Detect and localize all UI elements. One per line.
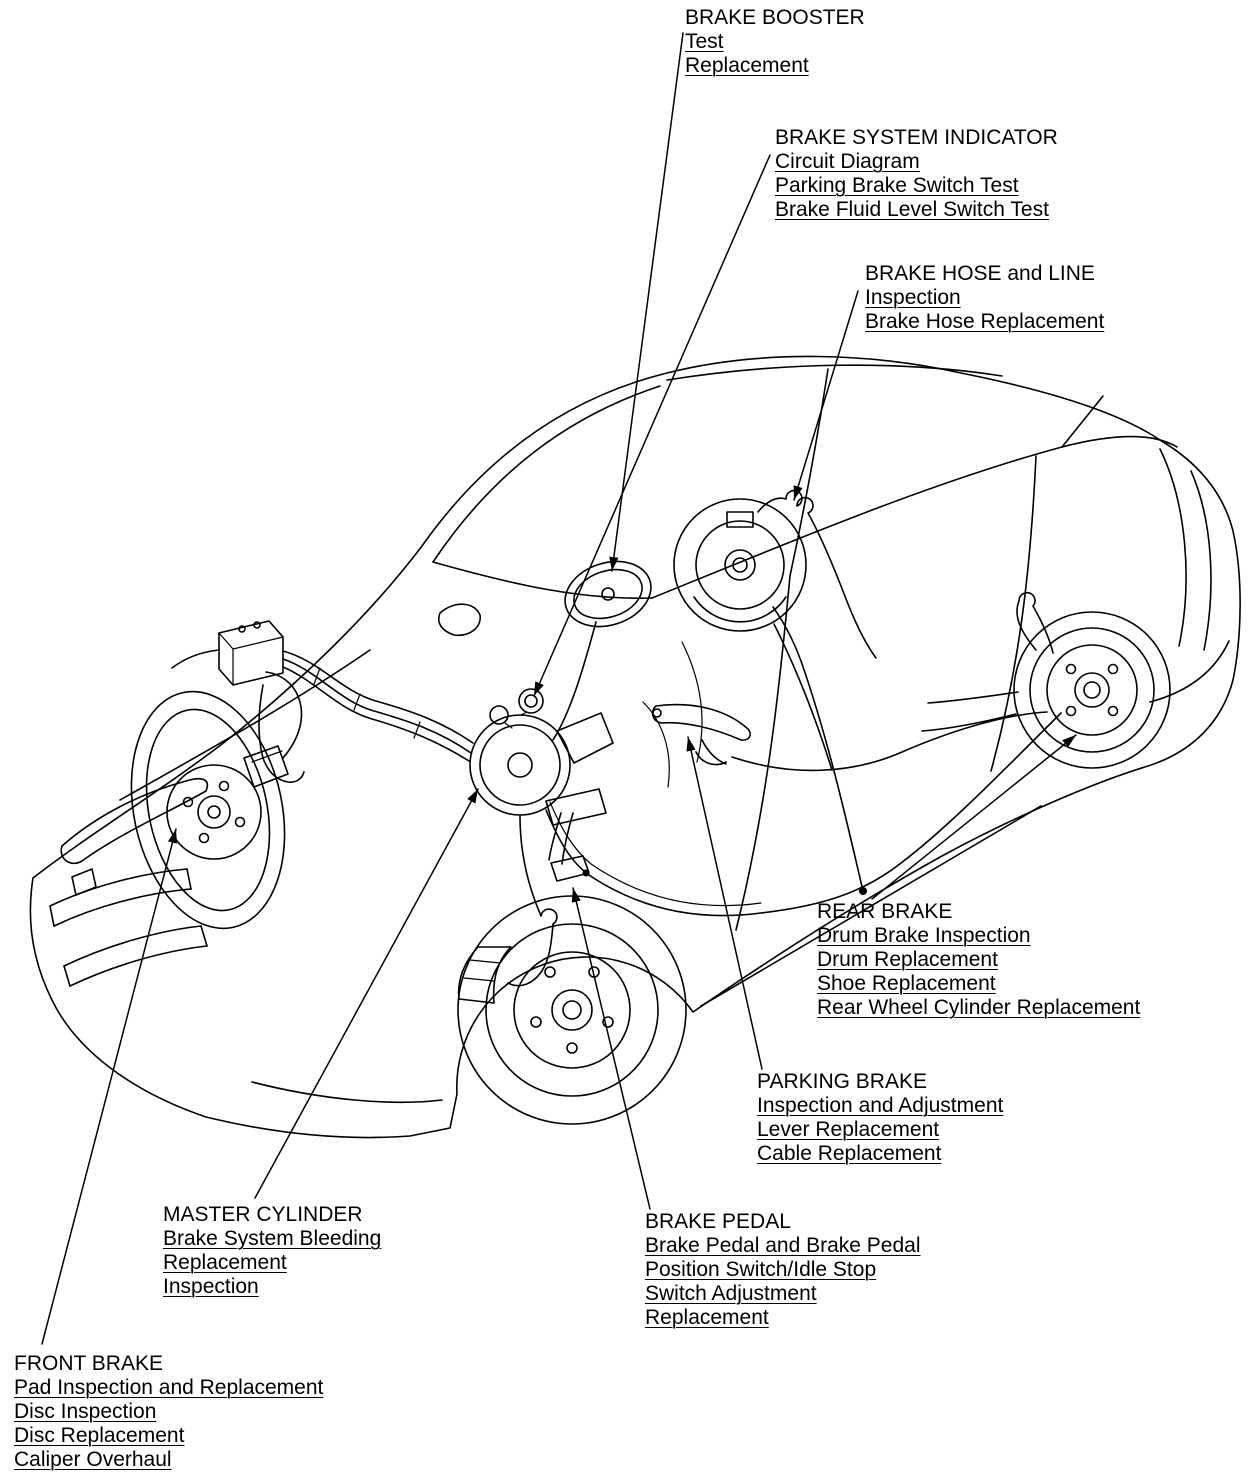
link-brake-hose-replacement[interactable]: Brake Hose Replacement: [865, 310, 1105, 333]
link-drum-replacement[interactable]: Drum Replacement: [817, 948, 998, 971]
parking-brake-cables: [731, 623, 1048, 772]
callout-brake-hose-line: BRAKE HOSE and LINE Inspection Brake Hos…: [865, 262, 1104, 334]
callout-brake-pedal: BRAKE PEDAL Brake Pedal and Brake Pedal …: [645, 1210, 921, 1330]
callout-rear-brake: REAR BRAKE Drum Brake Inspection Drum Re…: [817, 900, 1140, 1020]
link-pad-inspection-and-replacement[interactable]: Pad Inspection and Replacement: [14, 1376, 324, 1399]
headlight: [60, 777, 209, 865]
front-near-wheel-disc-brake: [457, 895, 687, 1125]
link-pedal-replacement[interactable]: Replacement: [645, 1306, 769, 1329]
link-parking-brake-switch-test[interactable]: Parking Brake Switch Test: [775, 174, 1019, 197]
side-mirror: [438, 603, 481, 637]
callout-title-brake-pedal: BRAKE PEDAL: [645, 1210, 791, 1233]
callout-master-cylinder: MASTER CYLINDER Brake System Bleeding Re…: [163, 1203, 381, 1299]
leader-line-master-cylinder: [254, 788, 479, 1199]
callout-title-brake-hose-line: BRAKE HOSE and LINE: [865, 262, 1095, 285]
link-replacement[interactable]: Replacement: [685, 54, 809, 77]
link-test[interactable]: Test: [685, 30, 724, 53]
master-cylinder-unit: [469, 688, 614, 816]
leader-line-rear-brake: [871, 734, 1077, 900]
callout-parking-brake: PARKING BRAKE Inspection and Adjustment …: [757, 1070, 1003, 1166]
front-bumper-grille: [49, 868, 208, 987]
link-lever-replacement[interactable]: Lever Replacement: [757, 1118, 940, 1141]
rear-far-wheel-drum-brake: [673, 489, 877, 659]
link-brake-fluid-level-switch-test[interactable]: Brake Fluid Level Switch Test: [775, 198, 1049, 221]
link-inspection-hose[interactable]: Inspection: [865, 286, 961, 309]
parking-brake-lever: [651, 703, 751, 766]
brake-booster-unit: [552, 560, 652, 741]
link-brake-pedal-switch-line1[interactable]: Brake Pedal and Brake Pedal: [645, 1234, 921, 1257]
callout-title-brake-booster: BRAKE BOOSTER: [685, 6, 865, 29]
link-disc-replacement[interactable]: Disc Replacement: [14, 1424, 185, 1447]
link-brake-system-bleeding[interactable]: Brake System Bleeding: [163, 1227, 382, 1250]
link-drum-brake-inspection[interactable]: Drum Brake Inspection: [817, 924, 1031, 947]
link-shoe-replacement[interactable]: Shoe Replacement: [817, 972, 996, 995]
brake-pedal-unit: [545, 788, 607, 882]
link-brake-pedal-switch-line2[interactable]: Position Switch/Idle Stop: [645, 1258, 877, 1281]
callout-title-brake-system-indicator: BRAKE SYSTEM INDICATOR: [775, 126, 1058, 149]
callout-title-front-brake: FRONT BRAKE: [14, 1352, 163, 1375]
car-body-outline: [29, 355, 1241, 1139]
link-brake-pedal-switch-line3[interactable]: Switch Adjustment: [645, 1282, 817, 1305]
link-inspection-and-adjustment[interactable]: Inspection and Adjustment: [757, 1094, 1004, 1117]
link-disc-inspection[interactable]: Disc Inspection: [14, 1400, 157, 1423]
callout-brake-system-indicator: BRAKE SYSTEM INDICATOR Circuit Diagram P…: [775, 126, 1058, 222]
leader-lines: [41, 32, 1077, 1345]
leader-line-brake-pedal: [571, 887, 651, 1210]
callout-brake-booster: BRAKE BOOSTER Test Replacement: [685, 6, 865, 78]
link-cable-replacement[interactable]: Cable Replacement: [757, 1142, 942, 1165]
callout-title-rear-brake: REAR BRAKE: [817, 900, 953, 923]
rear-near-wheel-drum-brake: [921, 591, 1171, 769]
callout-front-brake: FRONT BRAKE Pad Inspection and Replaceme…: [14, 1352, 323, 1472]
leader-line-parking-brake: [686, 736, 763, 1070]
abs-modulator: [171, 620, 284, 686]
link-master-replacement[interactable]: Replacement: [163, 1251, 287, 1274]
rear-brake-hose-coil: [757, 489, 877, 659]
link-master-inspection[interactable]: Inspection: [163, 1275, 259, 1298]
leader-line-brake-hose: [793, 290, 859, 501]
front-far-wheel-disc-brake: [130, 671, 303, 930]
leader-line-front-brake: [41, 828, 177, 1345]
leader-line-brake-system-indicator: [533, 154, 771, 697]
brake-pipe-bundle: [258, 650, 474, 783]
link-rear-wheel-cylinder-replacement[interactable]: Rear Wheel Cylinder Replacement: [817, 996, 1141, 1019]
brake-lines: [507, 606, 1062, 987]
callout-title-parking-brake: PARKING BRAKE: [757, 1070, 927, 1093]
link-circuit-diagram[interactable]: Circuit Diagram: [775, 150, 920, 173]
link-caliper-overhaul[interactable]: Caliper Overhaul: [14, 1448, 172, 1471]
callout-title-master-cylinder: MASTER CYLINDER: [163, 1203, 363, 1226]
leader-line-brake-booster: [609, 32, 684, 572]
